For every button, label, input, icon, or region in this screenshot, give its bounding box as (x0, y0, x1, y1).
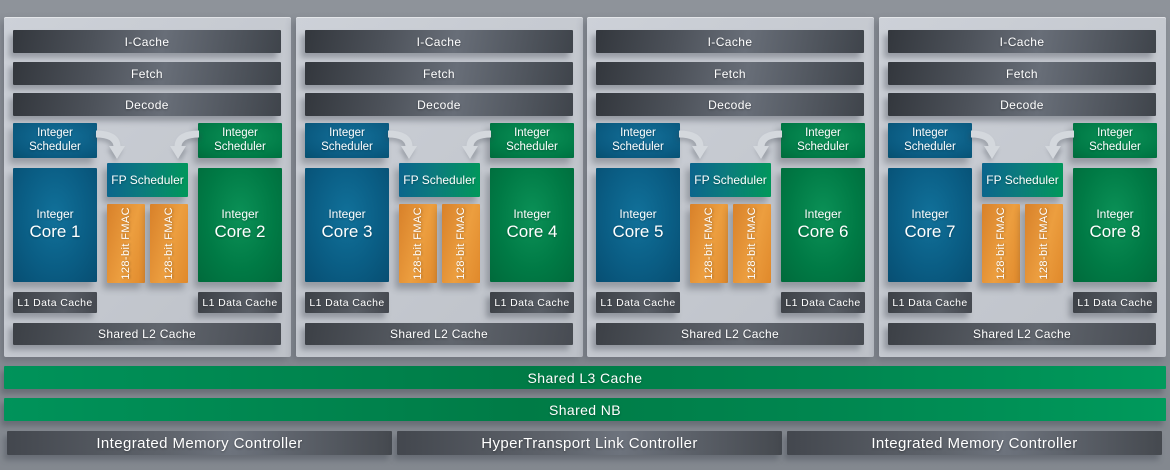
integer-core-5: Integer Core 5 (596, 168, 680, 282)
integer-scheduler-right: Integer Scheduler (1073, 123, 1157, 158)
integer-core-2: Integer Core 2 (198, 168, 282, 282)
shared-l2-cache: Shared L2 Cache (305, 323, 573, 345)
fmac-unit: 128-bit FMAC (1025, 204, 1063, 283)
fp-scheduler: FP Scheduler (982, 163, 1063, 197)
integer-scheduler-right: Integer Scheduler (198, 123, 282, 158)
shared-l2-cache: Shared L2 Cache (888, 323, 1156, 345)
integrated-memory-controller-right: Integrated Memory Controller (787, 431, 1162, 455)
fmac-unit: 128-bit FMAC (982, 204, 1020, 283)
core-name: Core 4 (506, 222, 558, 242)
fp-scheduler: FP Scheduler (107, 163, 188, 197)
core-name: Core 2 (214, 222, 266, 242)
shared-l2-cache: Shared L2 Cache (596, 323, 864, 345)
decode-bar: Decode (888, 93, 1156, 116)
cpu-module-2: I-Cache Fetch Decode Integer Scheduler I… (296, 17, 583, 357)
decode-bar: Decode (305, 93, 573, 116)
fmac-unit: 128-bit FMAC (150, 204, 188, 283)
fmac-label: 128-bit FMAC (703, 207, 715, 280)
fetch-bar: Fetch (596, 62, 864, 85)
cpu-module-3: I-Cache Fetch Decode Integer Scheduler I… (587, 17, 874, 357)
decode-to-fp-arrow-icon (462, 130, 491, 159)
l1-data-cache-right: L1 Data Cache (198, 292, 282, 313)
decode-to-fp-arrow-icon (170, 130, 199, 159)
core-name: Core 8 (1089, 222, 1141, 242)
integer-scheduler-left: Integer Scheduler (305, 123, 389, 158)
fmac-unit: 128-bit FMAC (442, 204, 480, 283)
integer-core-4: Integer Core 4 (490, 168, 574, 282)
l1-data-cache-left: L1 Data Cache (888, 292, 972, 313)
core-name: Core 6 (797, 222, 849, 242)
l1-data-cache-left: L1 Data Cache (305, 292, 389, 313)
fmac-label: 128-bit FMAC (163, 207, 175, 280)
core-name: Core 3 (321, 222, 373, 242)
fmac-label: 128-bit FMAC (1038, 207, 1050, 280)
integer-scheduler-left: Integer Scheduler (13, 123, 97, 158)
integer-core-7: Integer Core 7 (888, 168, 972, 282)
icache-bar: I-Cache (305, 30, 573, 53)
core-prefix: Integer (619, 207, 657, 222)
core-prefix: Integer (1096, 207, 1134, 222)
fetch-bar: Fetch (13, 62, 281, 85)
integer-scheduler-left: Integer Scheduler (596, 123, 680, 158)
core-prefix: Integer (36, 207, 74, 222)
fmac-unit: 128-bit FMAC (733, 204, 771, 283)
shared-l3-cache-bar: Shared L3 Cache (4, 366, 1166, 389)
fmac-label: 128-bit FMAC (120, 207, 132, 280)
decode-bar: Decode (596, 93, 864, 116)
integer-scheduler-right: Integer Scheduler (781, 123, 865, 158)
shared-northbridge-bar: Shared NB (4, 398, 1166, 421)
l1-data-cache-left: L1 Data Cache (596, 292, 680, 313)
l1-data-cache-right: L1 Data Cache (781, 292, 865, 313)
icache-bar: I-Cache (596, 30, 864, 53)
integer-core-3: Integer Core 3 (305, 168, 389, 282)
core-prefix: Integer (221, 207, 259, 222)
l1-data-cache-right: L1 Data Cache (490, 292, 574, 313)
l1-data-cache-right: L1 Data Cache (1073, 292, 1157, 313)
decode-to-fp-arrow-icon (679, 130, 708, 159)
cpu-module-4: I-Cache Fetch Decode Integer Scheduler I… (879, 17, 1166, 357)
integer-scheduler-left: Integer Scheduler (888, 123, 972, 158)
fmac-label: 128-bit FMAC (746, 207, 758, 280)
core-prefix: Integer (804, 207, 842, 222)
core-name: Core 1 (29, 222, 81, 242)
core-name: Core 5 (612, 222, 664, 242)
l1-data-cache-left: L1 Data Cache (13, 292, 97, 313)
fmac-unit: 128-bit FMAC (399, 204, 437, 283)
fmac-label: 128-bit FMAC (995, 207, 1007, 280)
fp-scheduler: FP Scheduler (690, 163, 771, 197)
fetch-bar: Fetch (888, 62, 1156, 85)
decode-to-fp-arrow-icon (96, 130, 125, 159)
fetch-bar: Fetch (305, 62, 573, 85)
integer-core-8: Integer Core 8 (1073, 168, 1157, 282)
fmac-unit: 128-bit FMAC (690, 204, 728, 283)
core-prefix: Integer (328, 207, 366, 222)
core-name: Core 7 (904, 222, 956, 242)
fp-scheduler: FP Scheduler (399, 163, 480, 197)
fmac-label: 128-bit FMAC (455, 207, 467, 280)
decode-to-fp-arrow-icon (1045, 130, 1074, 159)
core-prefix: Integer (513, 207, 551, 222)
integrated-memory-controller-left: Integrated Memory Controller (7, 431, 392, 455)
decode-to-fp-arrow-icon (971, 130, 1000, 159)
core-prefix: Integer (911, 207, 949, 222)
integer-scheduler-right: Integer Scheduler (490, 123, 574, 158)
shared-l2-cache: Shared L2 Cache (13, 323, 281, 345)
fmac-label: 128-bit FMAC (412, 207, 424, 280)
fmac-unit: 128-bit FMAC (107, 204, 145, 283)
decode-bar: Decode (13, 93, 281, 116)
icache-bar: I-Cache (13, 30, 281, 53)
hypertransport-link-controller: HyperTransport Link Controller (397, 431, 782, 455)
integer-core-6: Integer Core 6 (781, 168, 865, 282)
decode-to-fp-arrow-icon (753, 130, 782, 159)
icache-bar: I-Cache (888, 30, 1156, 53)
cpu-module-1: I-Cache Fetch Decode Integer Scheduler I… (4, 17, 291, 357)
integer-core-1: Integer Core 1 (13, 168, 97, 282)
decode-to-fp-arrow-icon (388, 130, 417, 159)
